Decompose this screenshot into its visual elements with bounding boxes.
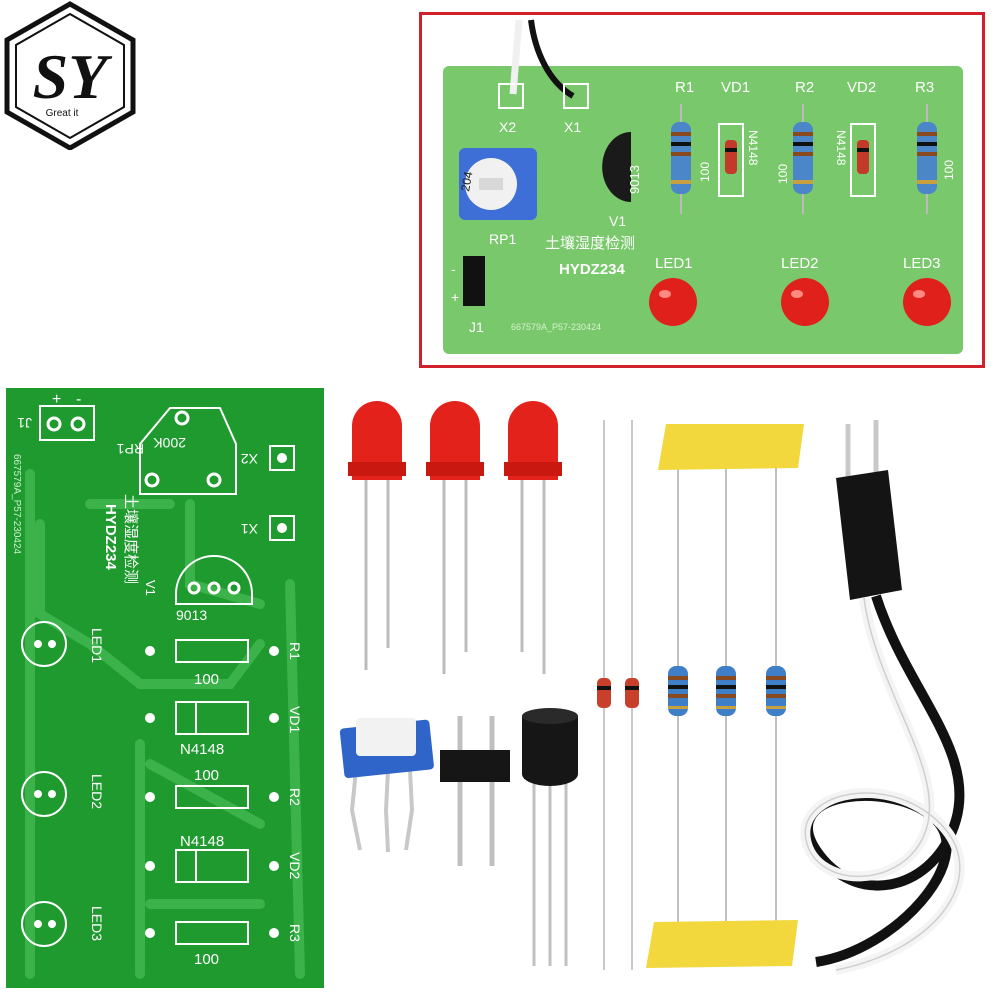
diode-vd1 [718,123,744,197]
label-vd2: VD2 [847,79,876,96]
bare-model: HYDZ234 [102,504,119,571]
bare-label-led2: LED2 [89,774,105,809]
resistor-r1 [671,104,691,214]
header-j1 [463,256,485,306]
title-cn: 土壤湿度检测 [545,234,635,252]
bare-j1-plus: + [52,391,61,408]
bare-r3-value: 100 [194,951,219,968]
resistor-3 [766,666,786,716]
j1-plus: + [451,289,459,305]
d2-code: N4148 [834,130,848,166]
bare-r1-value: 100 [194,671,219,688]
bare-transistor-code: 9013 [176,607,207,623]
bare-label-r2: R2 [287,788,303,806]
bare-title-cn: 土壤湿度检测 [122,494,140,584]
potentiometer-part [339,718,434,853]
bare-label-r1: R1 [287,642,303,660]
red-led-1 [348,401,406,670]
label-led1: LED1 [655,255,693,272]
label-j1: J1 [469,319,484,335]
led3 [903,278,951,326]
pot-code: 204 [458,170,475,192]
logo-tagline: Great it [46,108,79,119]
bare-j1-minus: - [76,391,81,408]
bare-label-r3: R3 [287,924,303,942]
r3-value: 100 [942,160,956,180]
bare-label-j1: J1 [17,415,32,431]
diode-2 [625,420,639,970]
label-led2: LED2 [781,255,819,272]
transistor [602,132,631,202]
bare-label-rp1: RP1 [117,441,144,457]
resistor-r3 [917,104,937,214]
led1 [649,278,697,326]
r2-value: 100 [776,164,790,184]
assembled-board-photo: X2 X1 204 RP1 9013 V1 土壤湿度检测 HYDZ234 R1 … [419,12,985,368]
label-x1: X1 [564,119,581,135]
transistor-9013-part [522,708,578,966]
bare-d1-code: N4148 [180,741,224,758]
label-r3: R3 [915,79,934,96]
d1-code: N4148 [746,130,760,166]
bare-label-x1: X1 [241,521,258,537]
bare-label-v1: V1 [143,580,158,596]
probe-cable [800,420,965,975]
led2 [781,278,829,326]
logo-letters: SY [33,41,113,112]
bare-label-led1: LED1 [89,628,105,663]
bare-pot-value: 200K [153,435,186,451]
bare-label-vd1: VD1 [287,706,303,733]
bare-r2-value: 100 [194,767,219,784]
label-x2: X2 [499,119,516,135]
resistor-1 [668,666,688,716]
label-led3: LED3 [903,255,941,272]
bare-serial: 667579A_P57-230424 [11,454,22,555]
diode-1 [597,420,611,970]
loose-parts-photo [339,401,965,975]
resistor-2 [716,666,736,716]
r1-value: 100 [698,162,712,182]
bare-label-led3: LED3 [89,906,105,941]
pin-header [440,716,510,866]
j1-minus: - [451,261,456,277]
label-v1: V1 [609,213,626,229]
diode-vd2 [850,123,876,197]
model-label: HYDZ234 [559,261,626,278]
label-rp1: RP1 [489,231,516,247]
red-led-3 [504,401,562,674]
bare-label-x2: X2 [241,451,258,467]
bare-pcb-photo: + - J1 200K RP1 X2 X1 667579A_P57-230424… [6,388,324,988]
bare-label-vd2: VD2 [287,852,303,879]
resistor-r2 [793,104,813,214]
serial-number: 667579A_P57-230424 [511,322,601,332]
label-r2: R2 [795,79,814,96]
bare-d2-code: N4148 [180,833,224,850]
red-led-2 [426,401,484,674]
transistor-code: 9013 [627,165,642,194]
assembled-pcb [443,66,963,354]
label-r1: R1 [675,79,694,96]
brand-logo: SY Great it [4,1,136,150]
label-vd1: VD1 [721,79,750,96]
